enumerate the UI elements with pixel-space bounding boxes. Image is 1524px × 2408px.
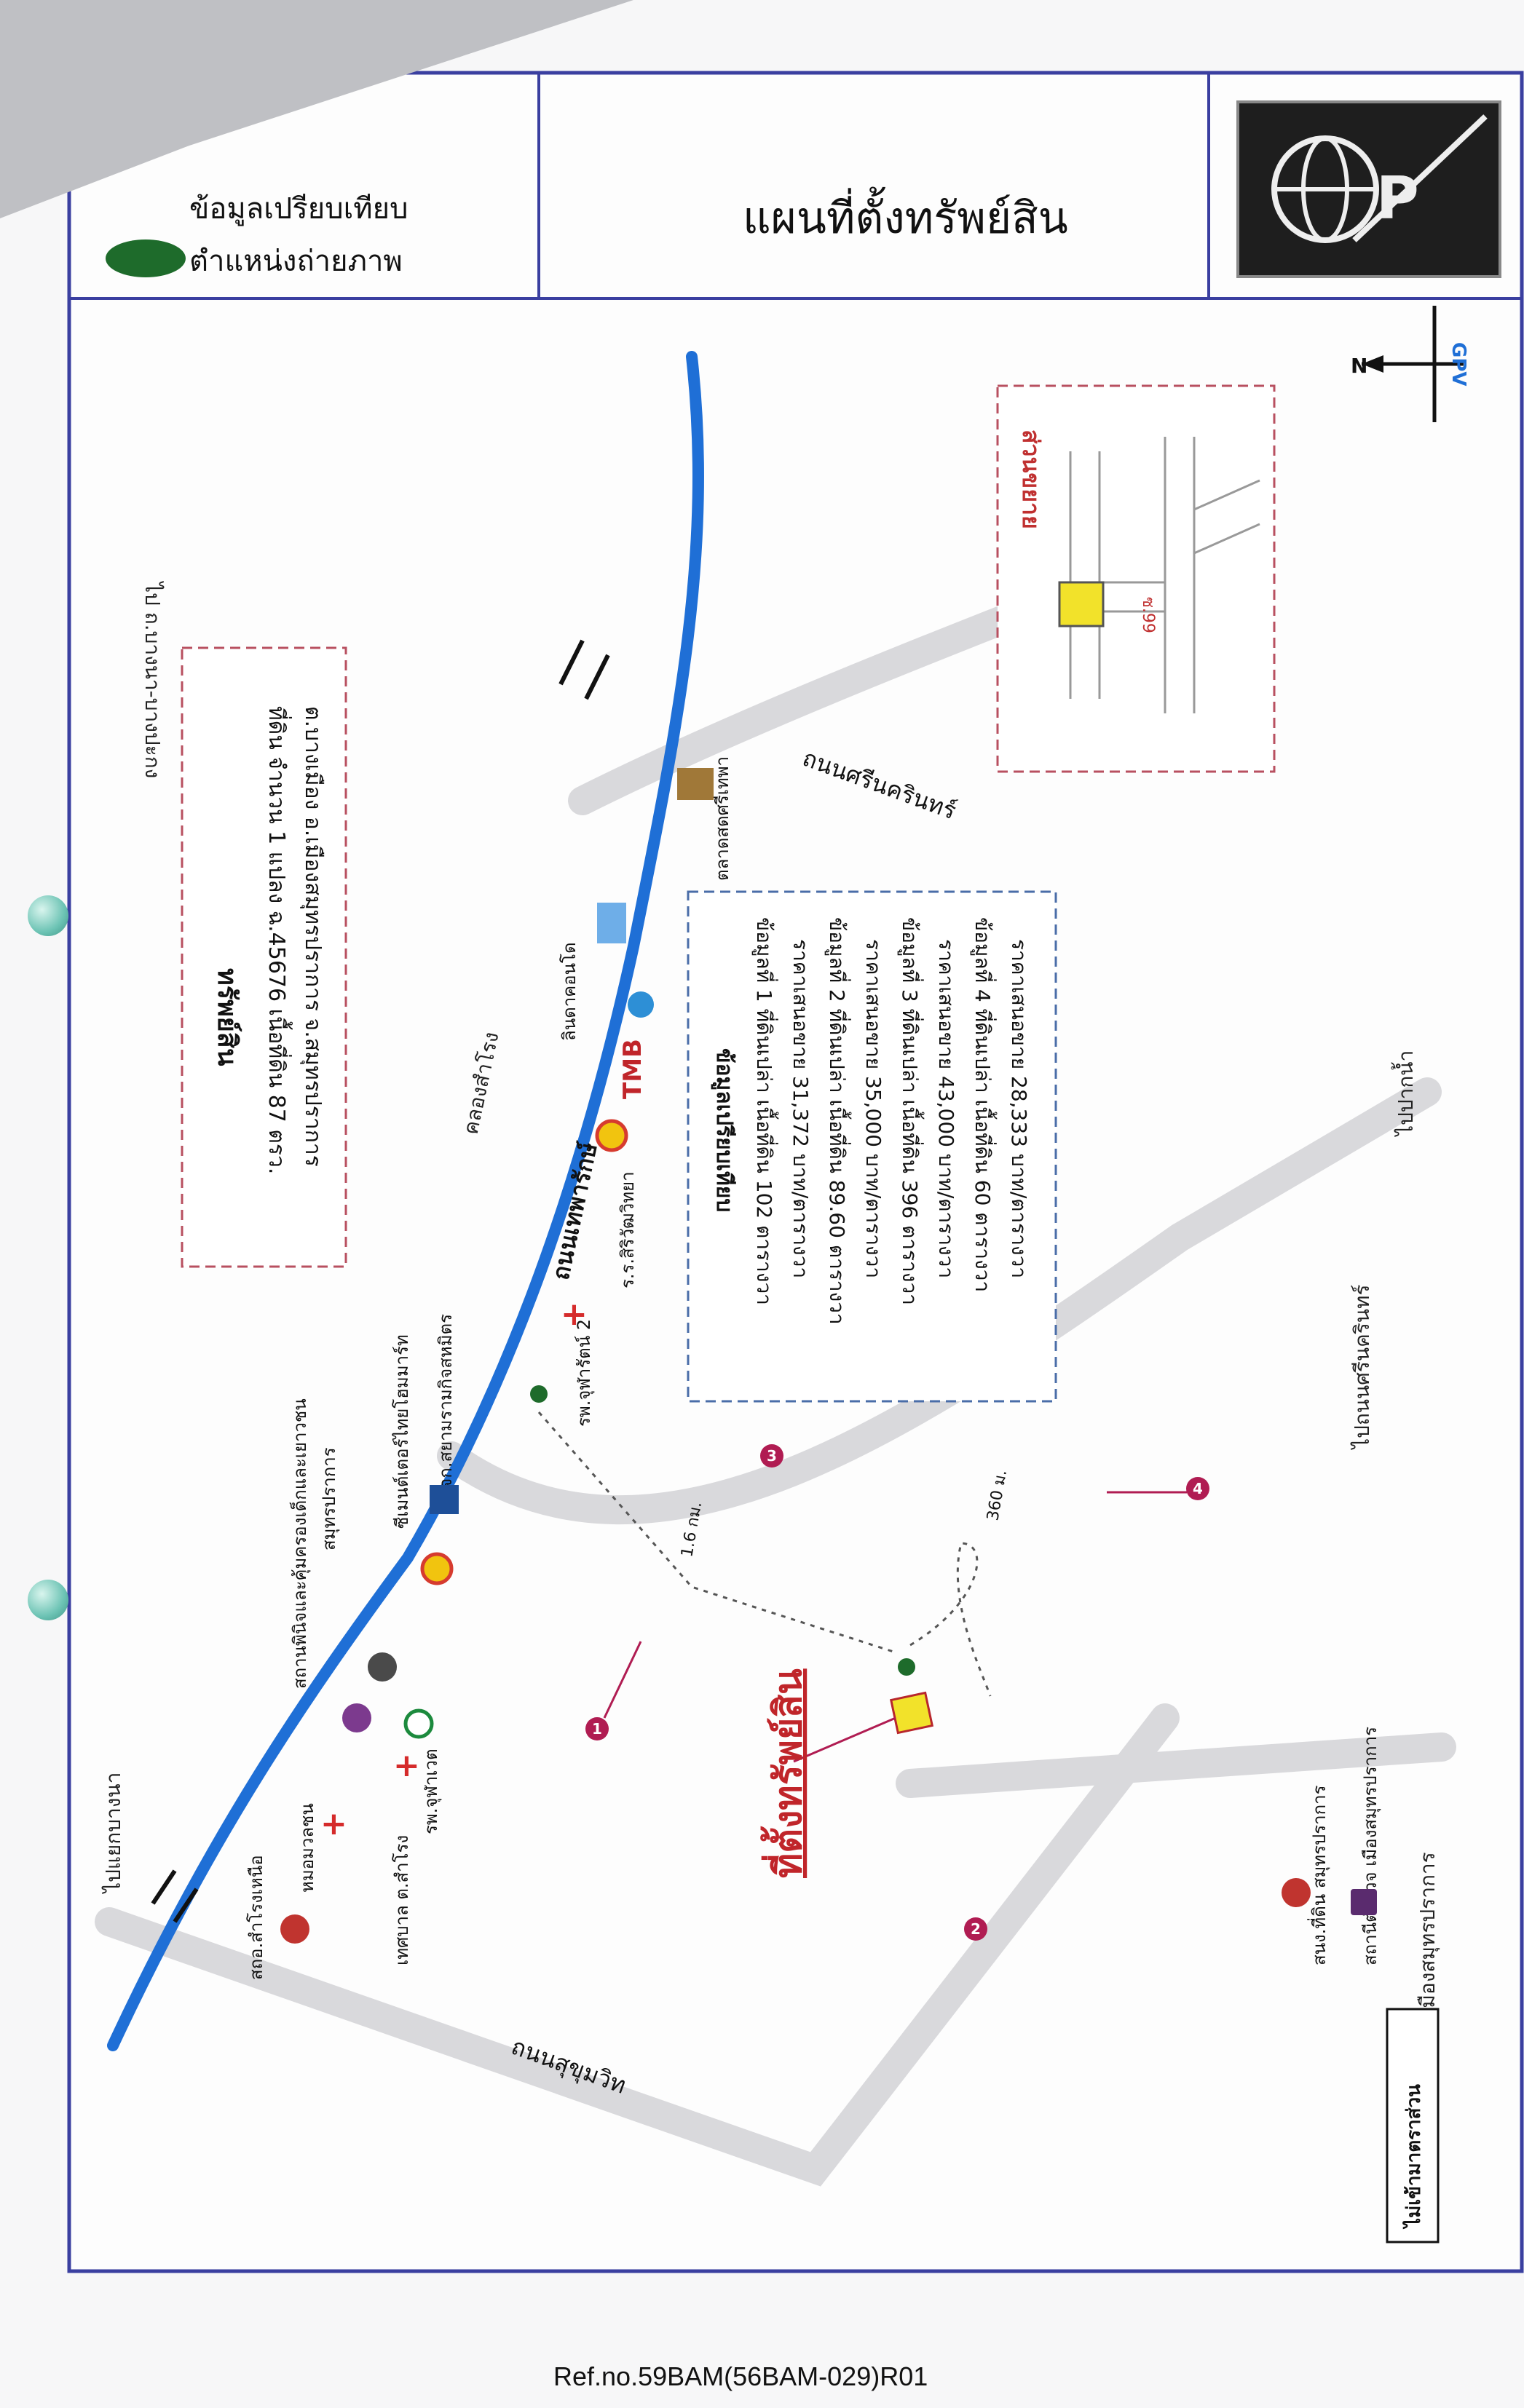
folded-corner-overlay xyxy=(0,0,633,218)
comparison-line: ราคาเสนอขาย 43,000 บาท/ตารางวา xyxy=(934,939,958,1278)
landmark-market: ตลาดสดศรีเทพา xyxy=(712,756,733,881)
comparison-marker-4-label: 4 xyxy=(1193,1480,1203,1497)
landmark-siam-makro: ซีเมนต์เตอร์ไทยโฮมมาร์ท xyxy=(392,1334,412,1529)
no-scale-box xyxy=(1386,2008,1440,2243)
landmark-police: สถานีตำรวจ เมืองสมุทรปราการ xyxy=(1360,1727,1381,1965)
comparison-marker-2-label: 2 xyxy=(971,1920,981,1938)
makro-icon xyxy=(430,1485,459,1514)
scb-icon xyxy=(342,1703,371,1732)
comparison-lines: ข้อมูลที่ 1 ที่ดินเปล่า เนื้อที่ดิน 102 … xyxy=(751,917,1031,1325)
comparison-marker-4 xyxy=(1186,1477,1209,1500)
label-to-bangna-bangpakong: ไป ถ.บางนา-บางปะกง xyxy=(141,581,165,778)
enlarge-heading: ส่วนขยาย xyxy=(1017,429,1045,529)
market-icon xyxy=(677,768,714,800)
label-to-paknam: ไปปากน้ำ xyxy=(1391,1050,1418,1137)
landmark-tmb: TMB xyxy=(618,1039,647,1099)
comparison-box xyxy=(687,890,1057,1403)
property-marker xyxy=(889,1691,934,1735)
enlarge-box xyxy=(996,384,1276,773)
binder-pin-top xyxy=(28,895,68,936)
comparison-marker-1-label: 1 xyxy=(592,1720,602,1738)
enlarge-property xyxy=(1058,581,1105,627)
garuda-icon xyxy=(1282,1878,1311,1907)
comparison-line: ข้อมูลที่ 4 ที่ดินเปล่า เนื้อที่ดิน 60 ต… xyxy=(970,917,998,1292)
landmark-mor-mualchon: หมอมวลชน xyxy=(297,1803,317,1893)
label-to-bangna: ไปแยกบางนา xyxy=(101,1773,125,1894)
road-sukhumvit xyxy=(95,1703,1180,2187)
photo-position-icon xyxy=(530,1385,548,1403)
landmarks: สถอ.สำโรงเหนือ หมอมวลชน เทศบาล ต.สำโรง ร… xyxy=(246,756,1381,1980)
landmark-municipality: เทศบาล ต.สำโรง xyxy=(392,1835,412,1965)
landmark-indoor: ลินดาคอนโด xyxy=(559,942,580,1041)
comparison-markers: 1 2 3 4 xyxy=(585,1444,1209,1941)
enlarge-dim: ซ.99 xyxy=(1139,597,1157,633)
photo-position-icon xyxy=(898,1658,915,1676)
comparison-line: ข้อมูลที่ 3 ที่ดินเปล่า เนื้อที่ดิน 396 … xyxy=(897,917,925,1305)
hospital-cross-icon: + xyxy=(561,1296,588,1333)
comparison-marker-3-label: 3 xyxy=(767,1447,777,1465)
hospital-cross-icon: + xyxy=(393,1747,420,1784)
comparison-line: ข้อมูลที่ 1 ที่ดินเปล่า เนื้อที่ดิน 102 … xyxy=(751,917,779,1305)
north-arrow-icon xyxy=(1362,355,1383,373)
legend: ข้อมูลเปรียบเทียบ ตำแหน่งถ่ายภาพ xyxy=(106,192,408,278)
company-logo: P xyxy=(1236,100,1501,278)
road-theparak xyxy=(437,1077,1442,1525)
comparison-marker-2 xyxy=(964,1917,987,1941)
compass-brand: GPV xyxy=(1448,342,1469,387)
legend-photo-label: ตำแหน่งถ่ายภาพ xyxy=(189,245,403,278)
comparison-line: ราคาเสนอขาย 35,000 บาท/ตารางวา xyxy=(861,939,885,1278)
bank-icon xyxy=(628,991,654,1018)
landmark-hospital2: รพ.จุฬารัตน์ 2 xyxy=(574,1319,595,1427)
property-line2: ต.บางเมือง อ.เมืองสมุทรปราการ จ.สมุทรปรา… xyxy=(299,706,325,1167)
logo-text: P xyxy=(1376,165,1419,232)
temple-icon xyxy=(368,1652,397,1682)
comparison-line: ราคาเสนอขาย 31,372 บาท/ตารางวา xyxy=(789,939,813,1278)
property-line1: ที่ดิน จำนวน 1 แปลง ฉ.45676 เนื้อที่ดิน … xyxy=(264,706,293,1174)
legend-photo-icon xyxy=(106,239,186,277)
property-heading: ทรัพย์สิน xyxy=(212,968,242,1066)
landmark-siamsamit: บจก.สยามรามกิจสหมิตร xyxy=(435,1314,456,1500)
landmark-juvenile-line2: สมุทรปราการ xyxy=(319,1447,340,1550)
map-title: แผนที่ตั้งทรัพย์สิน xyxy=(743,186,1068,244)
condo-icon xyxy=(597,903,626,943)
compass: N GPV xyxy=(1351,306,1469,422)
kbank-icon xyxy=(403,1708,434,1739)
shell-icon xyxy=(595,1119,628,1152)
parking-icon xyxy=(1351,1889,1377,1915)
landmark-juvenile: สถานพินิจและคุ้มครองเด็กและเยาวชน xyxy=(289,1398,311,1689)
landmark-school: ร.ร.สิริวัฒวิทยา xyxy=(617,1171,638,1288)
landmark-hospital: รพ.จุฬาเวต xyxy=(421,1748,442,1834)
legend-comparison-label: ข้อมูลเปรียบเทียบ xyxy=(189,192,408,226)
comparison-marker-1 xyxy=(585,1717,609,1740)
samrong-office-icon xyxy=(280,1914,309,1944)
canal-line xyxy=(107,351,704,2051)
compass-north: N xyxy=(1351,354,1367,378)
property-label: ที่ตั้งทรัพย์สิน xyxy=(760,1668,810,1878)
no-scale-label: ไม่เข้ามาตราส่วน xyxy=(1402,2084,1425,2230)
comparison-line: ข้อมูลที่ 2 ที่ดินเปล่า เนื้อที่ดิน 89.6… xyxy=(824,917,852,1325)
route-360 xyxy=(909,1542,992,1697)
bridges xyxy=(151,639,610,1923)
binder-pin-bottom xyxy=(28,1580,68,1620)
property-pointer xyxy=(793,1716,896,1763)
property-box xyxy=(181,646,347,1268)
landmark-land-office: สนง.ที่ดิน สมุทรปราการ xyxy=(1307,1785,1330,1965)
reference-number: Ref.no.59BAM(56BAM-029)R01 xyxy=(553,2361,928,2391)
comparison-heading: ข้อมูลเปรียบเทียบ xyxy=(711,1048,737,1212)
hospital-cross-icon: + xyxy=(320,1805,347,1842)
label-to-srinakarin: ไปถนนศรีนครินทร์ xyxy=(1350,1285,1374,1450)
road-side xyxy=(896,1732,1456,1798)
landmark-samrong-north: สถอ.สำโรงเหนือ xyxy=(246,1855,266,1980)
comparison-line: ราคาเสนอขาย 28,333 บาท/ตารางวา xyxy=(1007,939,1031,1278)
comparison-marker-3 xyxy=(760,1444,783,1468)
landmark-icons: + + + xyxy=(280,768,1377,1944)
shell-icon xyxy=(420,1552,454,1585)
